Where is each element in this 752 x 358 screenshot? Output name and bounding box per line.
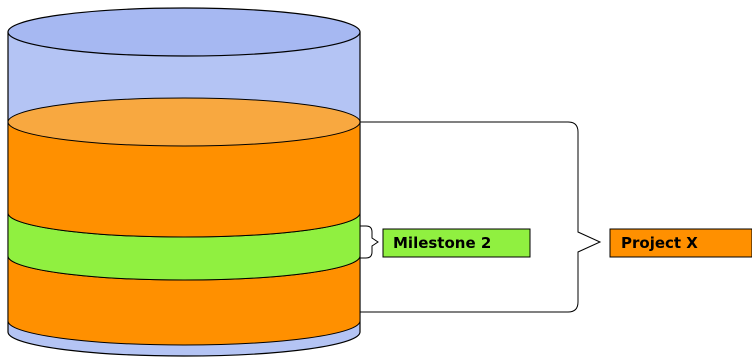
project-label-box: [609, 228, 752, 258]
cylinder-fill-top: [7, 97, 361, 147]
cylinder-segment-orange-upper: [7, 122, 361, 238]
cylinder-top: [7, 7, 361, 57]
milestone-label-text: Milestone 2: [393, 234, 491, 252]
milestone-label-box: [382, 228, 531, 258]
cylinder: [7, 7, 361, 357]
milestone-label: Milestone 2: [382, 228, 531, 258]
project-label: Project X: [609, 228, 752, 258]
project-brace: [360, 121, 602, 313]
milestone-brace: [360, 225, 379, 259]
project-label-text: Project X: [621, 234, 698, 252]
